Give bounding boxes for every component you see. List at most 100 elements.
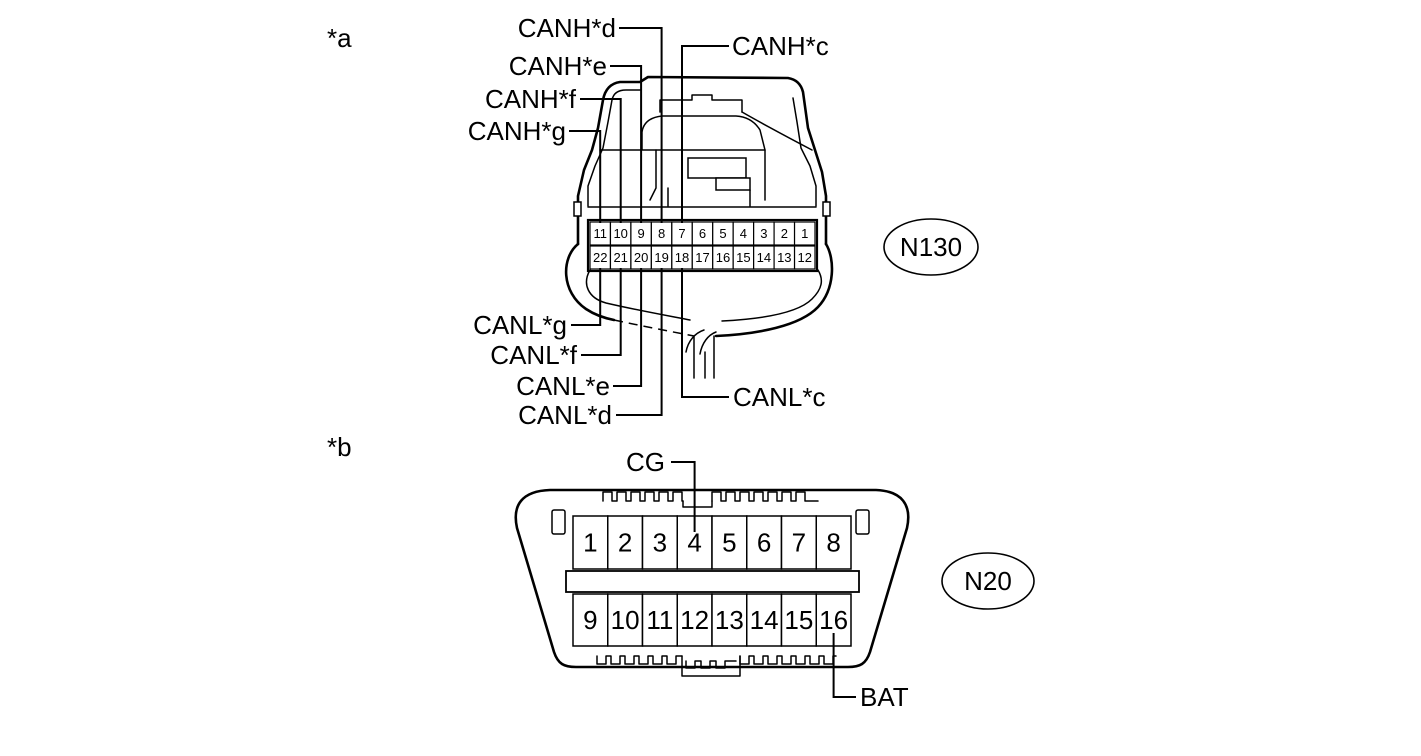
label-canl-f: CANL*f xyxy=(490,340,577,370)
n130-lock-housing xyxy=(599,111,813,151)
n20-pin-cell-11 xyxy=(641,593,678,647)
n130-lock-block xyxy=(649,149,766,207)
n20-pin-cell-10 xyxy=(607,593,644,647)
n20-center-rib xyxy=(565,570,860,593)
n20-pin-cell-14 xyxy=(746,593,783,647)
n20-pin-cell-5 xyxy=(711,515,748,570)
leader-canl-d xyxy=(616,268,663,416)
n20-pin-number-8: 8 xyxy=(826,528,840,558)
n130-wire-ends xyxy=(685,329,717,379)
n20-pin-number-1: 1 xyxy=(583,528,597,558)
n130-pin-number-17: 17 xyxy=(695,250,709,265)
n20-pin-number-5: 5 xyxy=(722,528,736,558)
n130-pin-number-1: 1 xyxy=(801,226,808,241)
n20-id-label: N20 xyxy=(964,566,1012,596)
n130-id-label: N130 xyxy=(900,232,962,262)
n20-pin-cell-3 xyxy=(641,515,678,570)
n20-pin-number-16: 16 xyxy=(819,605,848,635)
n130-pin-grid-frame xyxy=(586,218,819,273)
n130-pin-number-16: 16 xyxy=(716,250,730,265)
n20-pin-number-2: 2 xyxy=(618,528,632,558)
leader-canl-g xyxy=(571,268,602,326)
leader-canh-c xyxy=(681,45,729,223)
n130-pin-number-11: 11 xyxy=(593,226,607,241)
label-canh-c: CANH*c xyxy=(732,31,829,61)
n130-pin-number-12: 12 xyxy=(798,250,812,265)
n130-pin-number-18: 18 xyxy=(675,250,689,265)
n20-pin-number-13: 13 xyxy=(715,605,744,635)
label-cg: CG xyxy=(626,447,665,477)
leader-cg xyxy=(671,461,696,532)
n20-guide-slot-left xyxy=(551,509,566,535)
section-b-label: *b xyxy=(327,432,352,462)
n130-pin-number-9: 9 xyxy=(638,226,645,241)
leader-canh-e xyxy=(610,65,643,223)
n130-pin-number-15: 15 xyxy=(736,250,750,265)
n130-side-notch-right xyxy=(822,201,831,217)
leader-canh-g xyxy=(569,130,602,223)
n130-harness-left xyxy=(564,242,616,322)
n130-harness-dashed xyxy=(613,319,695,337)
n130-pin-number-22: 22 xyxy=(593,250,607,265)
label-canh-d: CANH*d xyxy=(518,13,616,43)
section-a-label: *a xyxy=(327,23,352,53)
n130-id-badge xyxy=(883,218,979,276)
n20-pin-number-9: 9 xyxy=(583,605,597,635)
n20-pin-cell-7 xyxy=(780,515,817,570)
n20-pin-cell-12 xyxy=(676,593,713,647)
n20-guide-slot-right xyxy=(855,509,870,535)
n20-pin-cell-2 xyxy=(607,515,644,570)
n20-bottom-key-teeth xyxy=(685,660,737,669)
n130-pin-number-4: 4 xyxy=(740,226,747,241)
n20-id-badge xyxy=(941,552,1035,610)
label-canl-g: CANL*g xyxy=(473,310,567,340)
n20-pin-number-7: 7 xyxy=(792,528,806,558)
n130-lock-latch xyxy=(715,177,751,191)
n20-top-key-notch xyxy=(682,500,713,508)
n130-pin-number-2: 2 xyxy=(781,226,788,241)
n20-leaders xyxy=(671,461,856,698)
n130-pin-number-7: 7 xyxy=(678,226,685,241)
n130-terminal-labels: CANH*d CANH*c CANH*e CANH*f CANH*g CANL*… xyxy=(468,13,829,430)
label-canh-e: CANH*e xyxy=(509,51,607,81)
n130-lock-window xyxy=(687,157,747,179)
leader-canh-d xyxy=(619,27,663,223)
n20-pin-number-11: 11 xyxy=(646,605,673,635)
n130-leaders xyxy=(569,27,729,416)
n20-top-crenellation-left xyxy=(602,491,684,502)
n130-pin-number-6: 6 xyxy=(699,226,706,241)
n130-body-inner-left xyxy=(587,89,641,207)
n130-pin-number-13: 13 xyxy=(777,250,791,265)
n130-harness-inner-right xyxy=(721,269,823,322)
n130-harness-right xyxy=(714,242,834,338)
leader-canh-f xyxy=(580,98,622,223)
n130-pin-cell-1 xyxy=(793,221,816,246)
n130-pin-number-20: 20 xyxy=(634,250,648,265)
n20-bottom-key xyxy=(681,655,741,677)
n20-pin-number-10: 10 xyxy=(611,605,640,635)
label-canh-f: CANH*f xyxy=(485,84,577,114)
n130-pin-number-19: 19 xyxy=(654,250,668,265)
n20-pin-cell-8 xyxy=(815,515,852,570)
n130-body-inner-right xyxy=(792,97,817,207)
label-canh-g: CANH*g xyxy=(468,116,566,146)
n20-bottom-crenellation-left xyxy=(596,655,683,665)
n130-pin-number-8: 8 xyxy=(658,226,665,241)
n20-top-crenellation-right xyxy=(711,491,819,502)
n130-pin-cell-12 xyxy=(793,245,816,270)
label-canl-c: CANL*c xyxy=(733,382,825,412)
n130-side-notch-left xyxy=(573,201,582,217)
leader-bat xyxy=(832,633,856,698)
label-bat: BAT xyxy=(860,682,909,712)
label-canl-e: CANL*e xyxy=(516,371,610,401)
leader-canl-f xyxy=(581,268,622,356)
n20-pin-number-6: 6 xyxy=(757,528,771,558)
n20-bottom-crenellation-right xyxy=(739,655,837,665)
n20-pin-number-3: 3 xyxy=(653,528,667,558)
n20-pin-number-14: 14 xyxy=(750,605,779,635)
n20-pin-cell-15 xyxy=(780,593,817,647)
